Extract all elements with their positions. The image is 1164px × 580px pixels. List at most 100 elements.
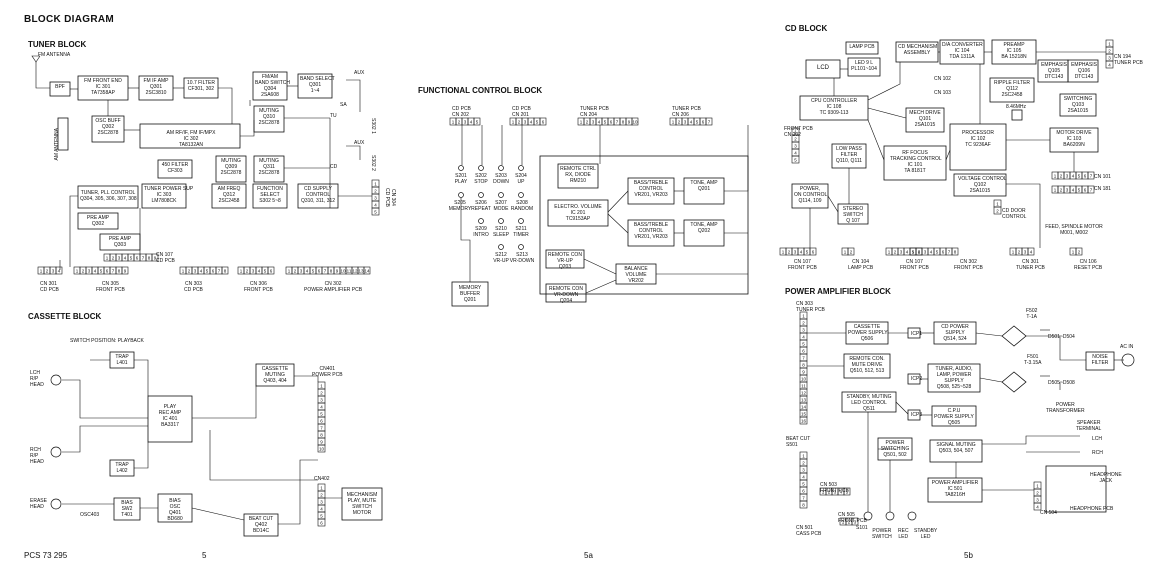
- cn-201-label: CD PCB CN 201: [512, 106, 531, 118]
- headphone-pcb-label: HEADPHONE PCB: [1070, 506, 1114, 512]
- cn-303-strip-pin-number: 2: [802, 321, 805, 326]
- cn-304-strip-pin-number: 1: [374, 182, 377, 187]
- cn-305-strip-pin: [121, 266, 129, 275]
- tuner-audio-box: TUNER, AUDIO, LAMP, POWER SUPPLY Q508, 5…: [935, 366, 973, 390]
- cn-101-strip-pin-number: 2: [1060, 174, 1063, 179]
- front-pcb-strip-pin: [791, 155, 800, 164]
- s206-label: S206 REPEAT: [471, 200, 491, 212]
- emphasis-1-box: EMPHASIS Q105 DTC143: [1041, 62, 1067, 80]
- cn-305-strip-pin-number: 5: [100, 269, 103, 274]
- wire-ev-bt2: [607, 213, 629, 234]
- cn-304-strip-pin-number: 3: [374, 196, 377, 201]
- cn-302-front-strip-pin-number: 1: [912, 250, 915, 255]
- bias-sw-frame: [113, 497, 141, 521]
- cn-301-strip-pin-number: 2: [46, 269, 49, 274]
- wire-aux: [346, 79, 361, 112]
- bass-treble-2-box: BASS/TREBLE CONTROL VR201, VR203: [633, 222, 669, 240]
- wire-bus-cass: [209, 430, 318, 481]
- rch-label: RCH: [1092, 450, 1103, 456]
- cn-107-front-strip-pin-number: 3: [794, 250, 797, 255]
- cpu-controller-box: CPU CONTROLLER IC 108 TC 9309-113: [810, 98, 858, 116]
- tuner-pll-frame: [77, 185, 139, 209]
- cn-305-label: CN 305 FRONT PCB: [96, 281, 125, 293]
- bass-treble-1-box: BASS/TREBLE CONTROL VR201, VR203: [633, 180, 669, 198]
- doc-id: PCS 73 295: [24, 551, 68, 560]
- balance-volume-box: BALANCE VOLUME VR202: [624, 266, 648, 284]
- cn-303-strip-pin-number: 1: [182, 269, 185, 274]
- tuner-power-box: TUNER POWER SUP IC 303 LM7808CK: [144, 186, 194, 204]
- cn-107-front-label: CN 107 FRONT PCB: [788, 259, 817, 271]
- cn-302-strip-pin-number: 11: [347, 269, 352, 274]
- wire-rc2-bal: [585, 279, 617, 294]
- pre-amp-1-frame: [77, 212, 119, 230]
- cn-305-strip-pin-number: 1: [76, 269, 79, 274]
- cn-194-strip-pin-number: 1: [1108, 42, 1111, 47]
- cn-501-strip-pin-number: 6: [802, 489, 805, 494]
- wire-ta1-cn: [724, 125, 749, 192]
- cn-107-front-strip-pin: [809, 247, 817, 256]
- cn-107b-label: CN 107 FRONT PCB: [900, 259, 929, 271]
- stereo-switch-box: STEREO SWITCH Q 107: [842, 206, 864, 224]
- bridge-rectifier-1-icon: [1001, 325, 1027, 347]
- cn-501-strip-pin-number: 1: [802, 454, 805, 459]
- cassette-supply-box: CASSETTE POWER SUPPLY Q506: [848, 324, 888, 342]
- cn-301-tuner-label: CN 301 TUNER PCB: [1016, 259, 1045, 271]
- cn-304-strip-pin: [371, 207, 380, 216]
- cn-202-strip-pin-number: 5: [476, 120, 479, 125]
- cn-302-front-strip-pin: [951, 247, 959, 256]
- beat-cut-box: BEAT CUT Q402 BD14C: [248, 516, 274, 534]
- cn-201-strip-pin-number: 1: [512, 120, 515, 125]
- cn-303-strip-pin-number: 4: [802, 335, 805, 340]
- page-title: BLOCK DIAGRAM: [24, 14, 115, 25]
- wire-mute-cn: [294, 375, 319, 382]
- mhz-label: 8.46MHz: [1006, 104, 1027, 110]
- cn-501-strip-pin-number: 8: [802, 503, 805, 508]
- cn-301-tuner-strip-pin-number: 1: [1012, 250, 1015, 255]
- cn-181-strip-pin-number: 5: [1078, 188, 1081, 193]
- cn-206-strip-pin-number: 5: [696, 120, 699, 125]
- cn-505-strip-pin-number: 1: [842, 520, 845, 525]
- cn-204-strip-pin-number: 5: [604, 120, 607, 125]
- cn-206-strip-pin-number: 3: [684, 120, 687, 125]
- cn-303-strip-pin-number: 15: [801, 412, 807, 417]
- cn-301-tuner-strip-pin: [1027, 247, 1035, 256]
- switching-frame: [1059, 93, 1097, 117]
- beat-cut-label: BEAT CUT S501: [786, 436, 811, 448]
- cn-202-label: CD PCB CN 202: [452, 106, 471, 118]
- wire-standby-ic3: [895, 401, 909, 415]
- headphone-frame: [1045, 465, 1107, 513]
- cn-501-label: CN 501 CASS PCB: [796, 525, 822, 537]
- cn-107-strip-pin-number: 1: [106, 256, 109, 261]
- band-select-box: BAND SELECT Q301 1~4: [300, 76, 335, 94]
- remote-ctrl-box: REMOTE CTRL RX, DIODE RM210: [560, 166, 596, 184]
- cn-106-strip-pin: [1075, 247, 1083, 256]
- cn-503-strip-pin-number: 2: [828, 490, 831, 495]
- cn-101-strip-pin-number: 5: [1078, 174, 1081, 179]
- cn-303-strip-pin-number: 3: [802, 328, 805, 333]
- cn-power-label: CN401 POWER PCB: [312, 366, 343, 378]
- s101-label: S101: [856, 525, 868, 531]
- cn-194-strip-pin-number: 3: [1108, 56, 1111, 61]
- cn-302-front-strip-pin-number: 5: [936, 250, 939, 255]
- lch-head-label: LCH R/P HEAD: [30, 370, 44, 388]
- noise-filter-box: NOISE FILTER: [1091, 354, 1109, 366]
- cn-107-label: CN 107 CD PCB: [156, 252, 175, 264]
- cn-306-strip-pin-number: 2: [246, 269, 249, 274]
- tone-amp-2-box: TONE, AMP Q202: [690, 222, 718, 234]
- cn-303-strip-pin-number: 6: [802, 349, 805, 354]
- cn-204-strip-pin-number: 1: [580, 120, 583, 125]
- led-box: LED 9 L PL101~104: [851, 60, 877, 72]
- cn-107-strip-pin-number: 8: [148, 256, 151, 261]
- cn-107-strip-pin-number: 7: [142, 256, 145, 261]
- cn-301-label: CN 301 CD PCB: [40, 281, 59, 293]
- cn-306-strip-pin-number: 3: [252, 269, 255, 274]
- electro-volume-box: ELECTRO. VOLUME IC 201 TC9153AP: [554, 204, 602, 222]
- cn-301-strip-pin-number: 1: [40, 269, 43, 274]
- cn-305-strip-pin-number: 2: [82, 269, 85, 274]
- cn-106-label: CN 106 RESET PCB: [1074, 259, 1103, 271]
- wire-cpu-mech: [867, 107, 907, 119]
- cn-504-strip-pin-number: 4: [1036, 505, 1039, 510]
- cn-302-front-strip-pin-number: 8: [954, 250, 957, 255]
- ripple-filter-frame: [989, 77, 1035, 103]
